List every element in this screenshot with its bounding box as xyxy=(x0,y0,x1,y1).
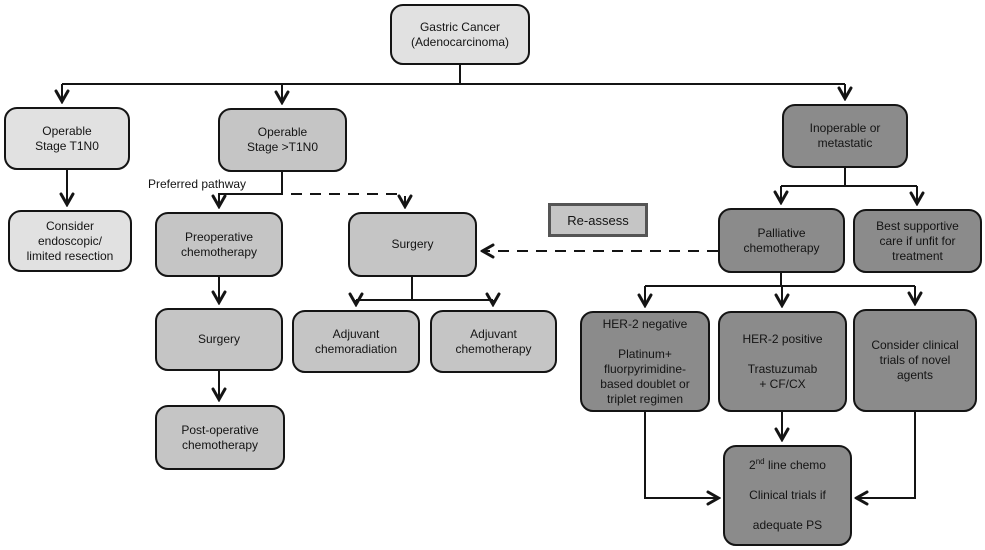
node-adjuvant-chemotherapy-label: Adjuvant chemotherapy xyxy=(455,326,532,356)
node-consider-clinical-trials-label: Consider clinical trials of novel agents xyxy=(871,338,959,382)
node-second-line-chemo: 2nd line chemo Clinical trials if adequa… xyxy=(723,445,852,546)
node-adjuvant-chemoradiation-label: Adjuvant chemoradiation xyxy=(314,326,398,356)
node-best-supportive-care: Best supportive care if unfit for treatm… xyxy=(853,209,982,273)
node-her2-positive-label: HER-2 positive Trastuzumab + CF/CX xyxy=(742,331,823,391)
second-line-chemo-line1: 2nd line chemo xyxy=(749,457,826,473)
node-operable-gt-t1n0-label: Operable Stage >T1N0 xyxy=(246,125,319,154)
node-surgery-mid: Surgery xyxy=(348,212,477,277)
node-surgery-left: Surgery xyxy=(155,308,283,371)
node-reassess: Re-assess xyxy=(548,203,648,237)
node-operable-t1n0-label: Operable Stage T1N0 xyxy=(35,123,99,153)
node-palliative-chemotherapy-label: Palliative chemotherapy xyxy=(743,225,820,255)
node-operable-gt-t1n0: Operable Stage >T1N0 xyxy=(218,108,347,172)
node-her2-positive: HER-2 positive Trastuzumab + CF/CX xyxy=(718,311,847,412)
connector-palliative-branch xyxy=(645,273,915,287)
second-line-chemo-line2: Clinical trials if xyxy=(749,488,826,502)
connector-surgery-branch xyxy=(356,277,493,301)
connector-inoperable-branch xyxy=(781,168,917,187)
node-adjuvant-chemoradiation: Adjuvant chemoradiation xyxy=(292,310,420,373)
node-consider-clinical-trials: Consider clinical trials of novel agents xyxy=(853,309,977,412)
node-second-line-chemo-label: 2nd line chemo Clinical trials if adequa… xyxy=(749,443,826,548)
node-postoperative-chemotherapy-label: Post-operative chemotherapy xyxy=(181,422,259,452)
node-gastric-cancer-label: Gastric Cancer (Adenocarcinoma) xyxy=(410,19,510,49)
node-preoperative-chemotherapy: Preoperative chemotherapy xyxy=(155,212,283,277)
node-palliative-chemotherapy: Palliative chemotherapy xyxy=(718,208,845,273)
node-inoperable-metastatic: Inoperable or metastatic xyxy=(782,104,908,168)
node-adjuvant-chemotherapy: Adjuvant chemotherapy xyxy=(430,310,557,373)
dashed-connectors xyxy=(291,193,718,251)
node-inoperable-metastatic-label: Inoperable or metastatic xyxy=(809,121,881,150)
connector-trials-to-secondline xyxy=(858,412,916,498)
second-line-superscript: nd xyxy=(755,457,765,466)
connector-her2neg-to-secondline xyxy=(644,412,717,498)
node-postoperative-chemotherapy: Post-operative chemotherapy xyxy=(155,405,285,470)
node-gastric-cancer: Gastric Cancer (Adenocarcinoma) xyxy=(390,4,530,65)
node-surgery-mid-label: Surgery xyxy=(391,237,434,251)
node-consider-endoscopic: Consider endoscopic/ limited resection xyxy=(8,210,132,272)
second-line-chemo-line3: adequate PS xyxy=(752,518,823,532)
node-her2-negative: HER-2 negative Platinum+ fluorpyrimidine… xyxy=(580,311,710,412)
solid-connectors xyxy=(62,65,917,498)
node-consider-endoscopic-label: Consider endoscopic/ limited resection xyxy=(26,218,114,263)
connector-root-branch xyxy=(62,65,845,85)
node-preoperative-chemotherapy-label: Preoperative chemotherapy xyxy=(180,229,258,259)
node-surgery-left-label: Surgery xyxy=(197,332,241,346)
node-best-supportive-care-label: Best supportive care if unfit for treatm… xyxy=(876,218,959,263)
preferred-pathway-label: Preferred pathway xyxy=(148,177,247,191)
connector-to-preop-chemo xyxy=(219,172,283,205)
node-reassess-label: Re-assess xyxy=(567,212,629,228)
node-operable-t1n0: Operable Stage T1N0 xyxy=(4,107,130,170)
node-her2-negative-label: HER-2 negative Platinum+ fluorpyrimidine… xyxy=(600,316,690,406)
